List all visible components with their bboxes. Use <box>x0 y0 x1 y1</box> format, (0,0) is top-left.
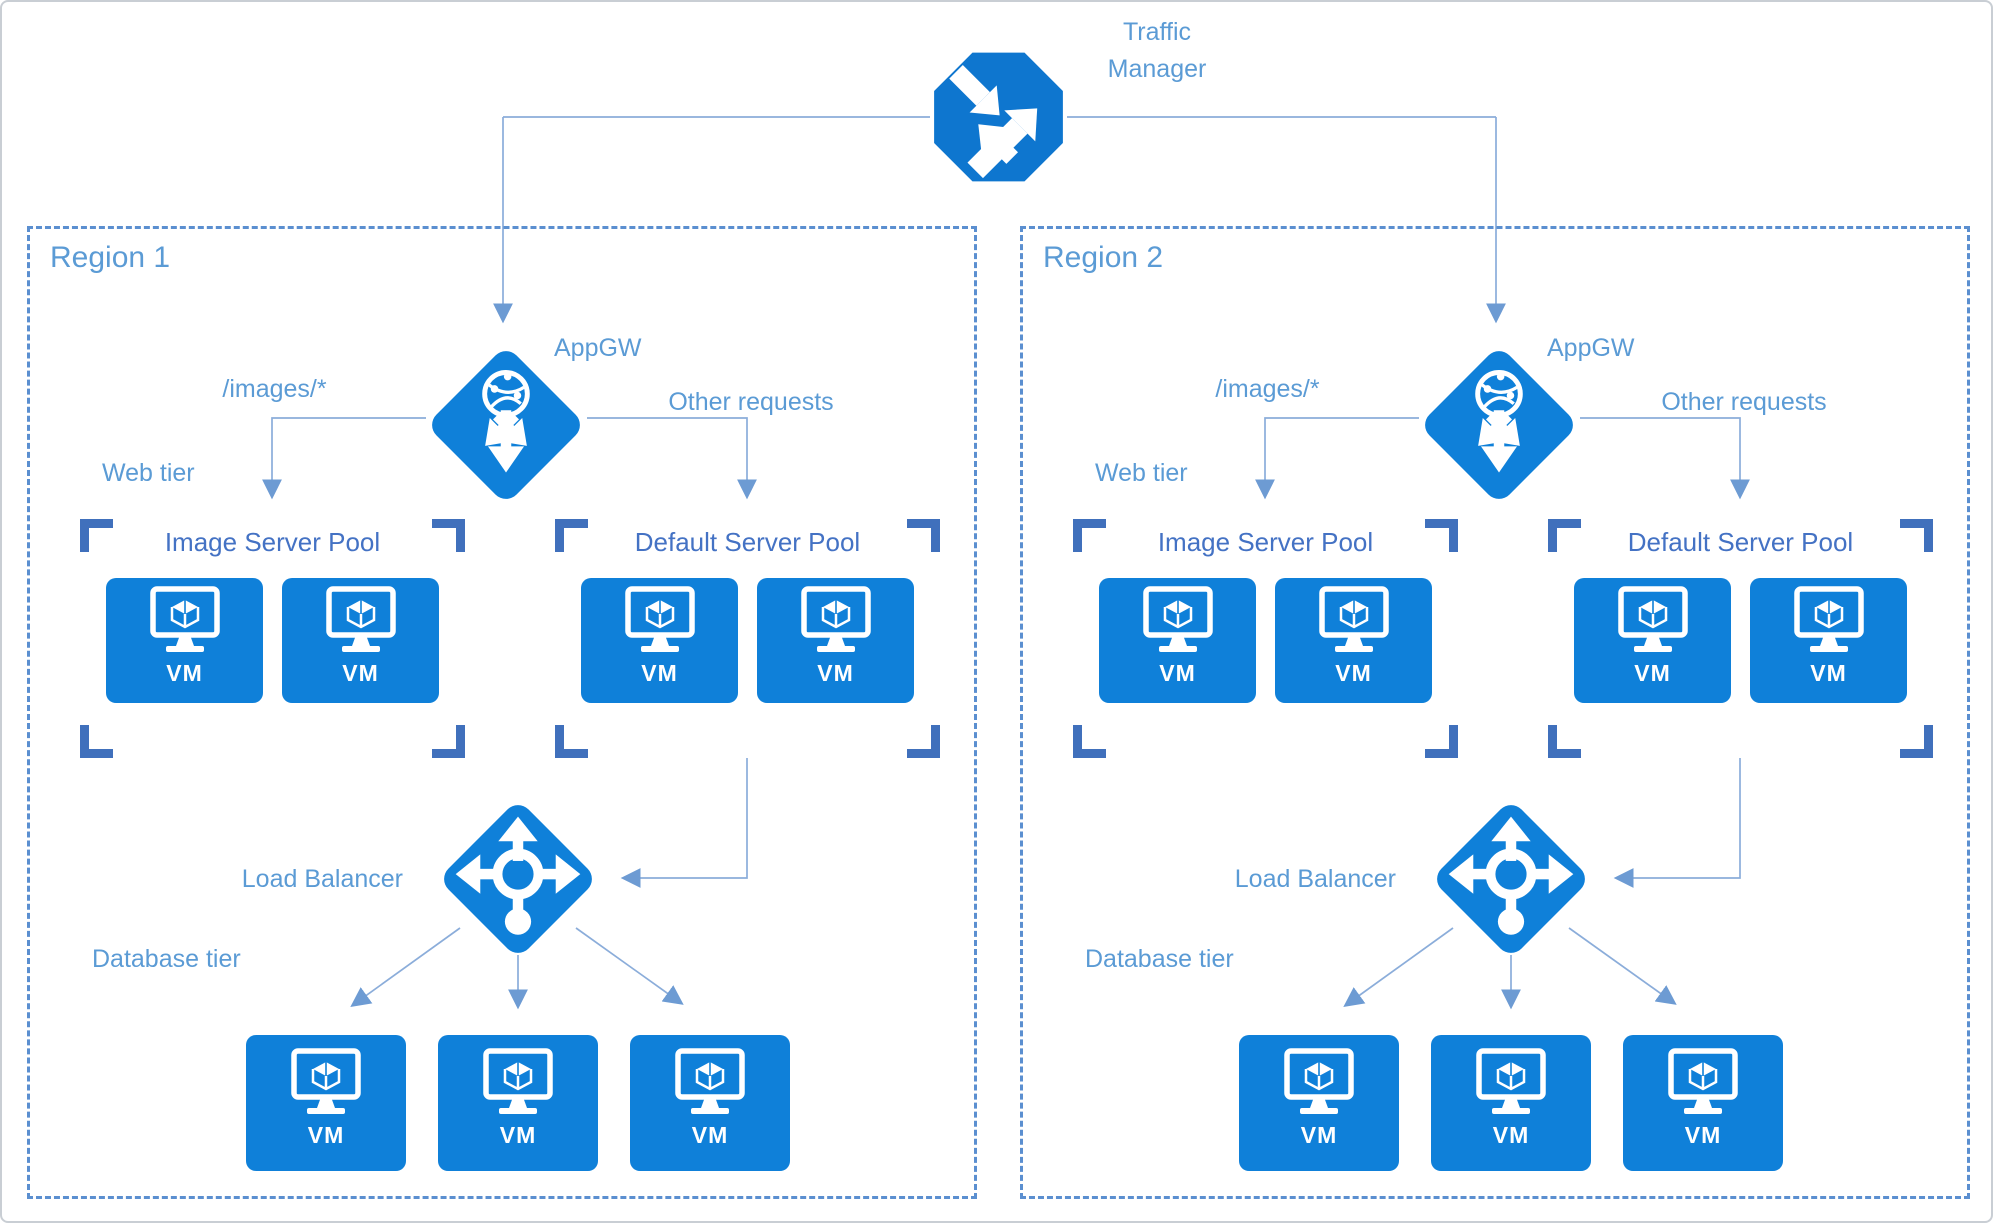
pool-bracket-icon <box>1900 519 1933 552</box>
pool-bracket-icon <box>1425 725 1458 758</box>
app-gateway-label: AppGW <box>554 334 642 362</box>
pool-bracket-icon <box>1900 725 1933 758</box>
region-title: Region 2 <box>1043 241 1164 274</box>
vm-monitor-icon <box>675 1048 745 1114</box>
pool-bracket-icon <box>432 725 465 758</box>
traffic-manager-icon <box>930 44 1067 190</box>
vm-label: VM <box>307 1122 345 1148</box>
vm-monitor-icon <box>1476 1048 1546 1114</box>
vm-label: VM <box>342 660 379 686</box>
vm-label: VM <box>817 660 854 686</box>
database-tier-label: Database tier <box>1085 945 1234 973</box>
application-gateway-icon <box>432 351 580 499</box>
vm-node: VM <box>1623 1035 1783 1171</box>
vm-monitor-icon <box>800 586 871 652</box>
vm-node: VM <box>1574 578 1731 703</box>
load-balancer-icon <box>444 805 592 953</box>
database-tier-vms: VM VM VM <box>246 1035 790 1171</box>
vm-node: VM <box>106 578 263 703</box>
load-balancer-label: Load Balancer <box>241 865 403 893</box>
pool-title: Default Server Pool <box>1627 527 1854 557</box>
vm-label: VM <box>1810 660 1847 686</box>
vm-label: VM <box>1300 1122 1338 1148</box>
region-connector-lines <box>262 417 757 1010</box>
vm-label: VM <box>691 1122 729 1148</box>
image-server-pool: Image Server Pool VM <box>1073 519 1458 758</box>
database-tier-vms: VM VM VM <box>1239 1035 1783 1171</box>
region-box: Region 1 AppGW /images/* <box>27 226 977 1199</box>
vm-label: VM <box>641 660 678 686</box>
pool-bracket-icon <box>80 725 113 758</box>
pool-title: Image Server Pool <box>1157 527 1374 557</box>
region-title: Region 1 <box>50 241 171 274</box>
vm-monitor-icon <box>1617 586 1688 652</box>
vm-label: VM <box>1159 660 1196 686</box>
image-server-pool: Image Server Pool VM <box>80 519 465 758</box>
default-server-pool: Default Server Pool VM <box>1548 519 1933 758</box>
pool-bracket-icon <box>80 519 113 552</box>
pool-bracket-icon <box>555 725 588 758</box>
region-connector-lines <box>1255 417 1750 1010</box>
vm-monitor-icon <box>1142 586 1213 652</box>
other-requests-route-label: Other requests <box>668 388 834 416</box>
vm-node: VM <box>630 1035 790 1171</box>
vm-node: VM <box>1750 578 1907 703</box>
pool-bracket-icon <box>1548 725 1581 758</box>
pool-bracket-icon <box>555 519 588 552</box>
vm-monitor-icon <box>483 1048 553 1114</box>
vm-node: VM <box>1099 578 1256 703</box>
default-server-pool: Default Server Pool VM <box>555 519 940 758</box>
vm-label: VM <box>1492 1122 1530 1148</box>
other-requests-route-label: Other requests <box>1661 388 1827 416</box>
vm-label: VM <box>166 660 203 686</box>
pool-title: Image Server Pool <box>164 527 381 557</box>
vm-monitor-icon <box>325 586 396 652</box>
vm-node: VM <box>438 1035 598 1171</box>
load-balancer-icon <box>1437 805 1585 953</box>
traffic-manager-label: Traffic Manager <box>1107 18 1207 83</box>
vm-monitor-icon <box>1318 586 1389 652</box>
database-tier-label: Database tier <box>92 945 241 973</box>
web-tier-label: Web tier <box>102 459 195 487</box>
app-gateway-label: AppGW <box>1547 334 1635 362</box>
region-box: Region 2 AppGW /images/* <box>1020 226 1970 1199</box>
pool-bracket-icon <box>1073 725 1106 758</box>
vm-node: VM <box>1431 1035 1591 1171</box>
vm-monitor-icon <box>624 586 695 652</box>
vm-node: VM <box>581 578 738 703</box>
vm-label: VM <box>1684 1122 1722 1148</box>
vm-node: VM <box>1239 1035 1399 1171</box>
vm-monitor-icon <box>1668 1048 1738 1114</box>
images-route-label: /images/* <box>222 375 327 403</box>
vm-node: VM <box>1275 578 1432 703</box>
vm-monitor-icon <box>291 1048 361 1114</box>
load-balancer-label: Load Balancer <box>1234 865 1396 893</box>
vm-monitor-icon <box>1793 586 1864 652</box>
vm-monitor-icon <box>149 586 220 652</box>
pool-bracket-icon <box>1073 519 1106 552</box>
pool-bracket-icon <box>907 725 940 758</box>
vm-label: VM <box>499 1122 537 1148</box>
pool-title: Default Server Pool <box>634 527 861 557</box>
vm-node: VM <box>246 1035 406 1171</box>
images-route-label: /images/* <box>1215 375 1320 403</box>
vm-node: VM <box>757 578 914 703</box>
pool-bracket-icon <box>432 519 465 552</box>
pool-bracket-icon <box>907 519 940 552</box>
vm-monitor-icon <box>1284 1048 1354 1114</box>
application-gateway-icon <box>1425 351 1573 499</box>
vm-label: VM <box>1335 660 1372 686</box>
pool-bracket-icon <box>1425 519 1458 552</box>
web-tier-label: Web tier <box>1095 459 1188 487</box>
vm-label: VM <box>1634 660 1671 686</box>
pool-bracket-icon <box>1548 519 1581 552</box>
vm-node: VM <box>282 578 439 703</box>
